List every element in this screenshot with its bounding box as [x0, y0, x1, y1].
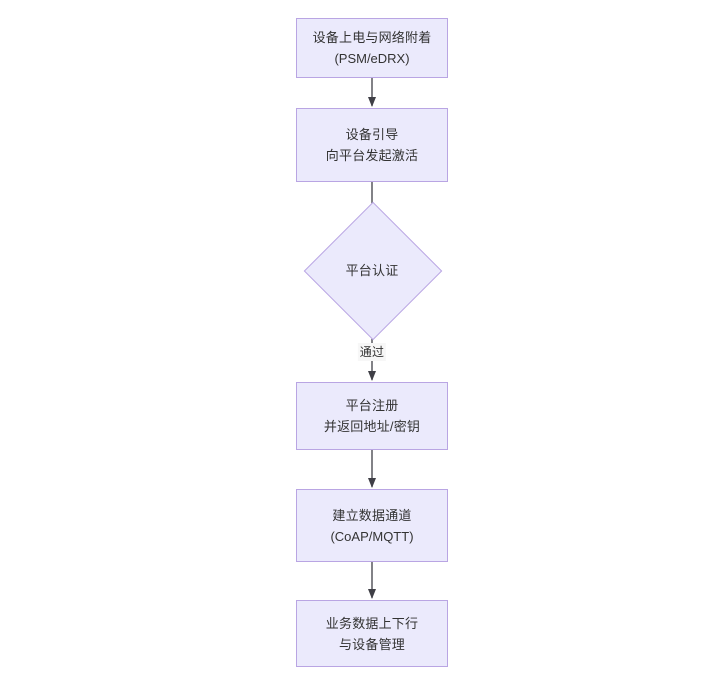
node-line-1: 建立数据通道 — [332, 507, 412, 523]
node-line-1: 设备引导 — [345, 127, 399, 142]
node-device-power-on[interactable]: 设备上电与网络附着 (PSM/eDRX) — [296, 18, 448, 78]
node-line-2: 并返回地址/密钥 — [323, 419, 421, 434]
node-platform-registration[interactable]: 平台注册 并返回地址/密钥 — [296, 382, 448, 450]
node-line-2: (PSM/eDRX) — [334, 51, 410, 66]
node-platform-authentication[interactable]: 平台认证 — [303, 201, 443, 341]
node-business-data-and-device-management[interactable]: 业务数据上下行 与设备管理 — [296, 600, 448, 667]
diamond-label: 平台认证 — [345, 262, 399, 278]
node-establish-data-channel[interactable]: 建立数据通道 (CoAP/MQTT) — [296, 489, 448, 562]
node-line-1: 平台注册 — [345, 398, 399, 413]
node-line-1: 设备上电与网络附着 — [312, 30, 432, 45]
edge-label-pass: 通过 — [357, 343, 387, 361]
node-line-1: 业务数据上下行 — [325, 615, 419, 631]
node-line-2: (CoAP/MQTT) — [330, 528, 414, 544]
node-line-2: 与设备管理 — [338, 636, 405, 652]
node-device-bootstrap[interactable]: 设备引导 向平台发起激活 — [296, 108, 448, 182]
node-line-2: 向平台发起激活 — [325, 148, 419, 163]
